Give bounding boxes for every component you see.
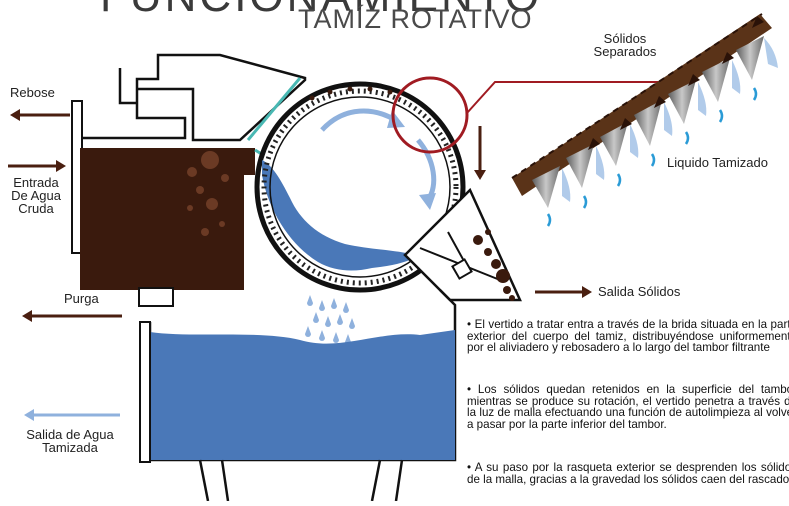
- label-salida-solidos: Salida Sólidos: [598, 284, 681, 299]
- paragraph-1: • El vertido a tratar entra a través de …: [467, 318, 789, 354]
- rotary-drum: [254, 81, 466, 293]
- mesh-cones: [532, 36, 764, 208]
- paragraph-3: • A su paso por la rasqueta exterior se …: [467, 461, 789, 486]
- label-solidos-separados: Sólidos Separados: [593, 31, 657, 59]
- mesh-detail: [511, 13, 778, 227]
- mesh-water: [562, 38, 778, 202]
- title: FUNCIONAMIENTO: [100, 0, 542, 22]
- discharge-chute: [403, 187, 522, 302]
- rotation-arrow-1: [320, 108, 397, 132]
- filtrate-arrows: [546, 87, 758, 227]
- leg-left-inner: [220, 459, 230, 502]
- label-salida-agua: Salida de Agua Tamizada: [26, 427, 114, 455]
- label-entrada: Entrada De Agua Cruda: [11, 175, 61, 216]
- falling-solids: [473, 229, 515, 301]
- subtitle: TAMÍZ ROTATIVO: [298, 4, 533, 34]
- raw-water-chamber: [80, 148, 255, 290]
- rotation-arrowhead-1: [387, 110, 405, 128]
- leg-left: [198, 459, 210, 502]
- rotation-arrowhead-2: [419, 193, 436, 210]
- outlet-flange: [139, 321, 151, 463]
- purge-stub: [138, 287, 174, 307]
- drum-solids: [309, 86, 393, 101]
- detail-circle: [391, 76, 469, 154]
- leg-right-inner: [394, 459, 404, 502]
- leg-right: [370, 459, 382, 502]
- detail-leader: [466, 81, 674, 114]
- label-purga: Purga: [64, 291, 99, 306]
- teal-plate-top: [246, 77, 302, 141]
- chamber-bubbles: [187, 151, 229, 236]
- solids-flow-arrows: [588, 16, 764, 150]
- down-arrowhead: [474, 170, 486, 180]
- label-liquido-tamizado: Liquido Tamizado: [667, 155, 768, 170]
- label-rebose: Rebose: [10, 85, 55, 100]
- tank-water: [150, 330, 455, 460]
- water-drops: [305, 295, 355, 345]
- paragraph-2: • Los sólidos quedan retenidos en la sup…: [467, 383, 789, 431]
